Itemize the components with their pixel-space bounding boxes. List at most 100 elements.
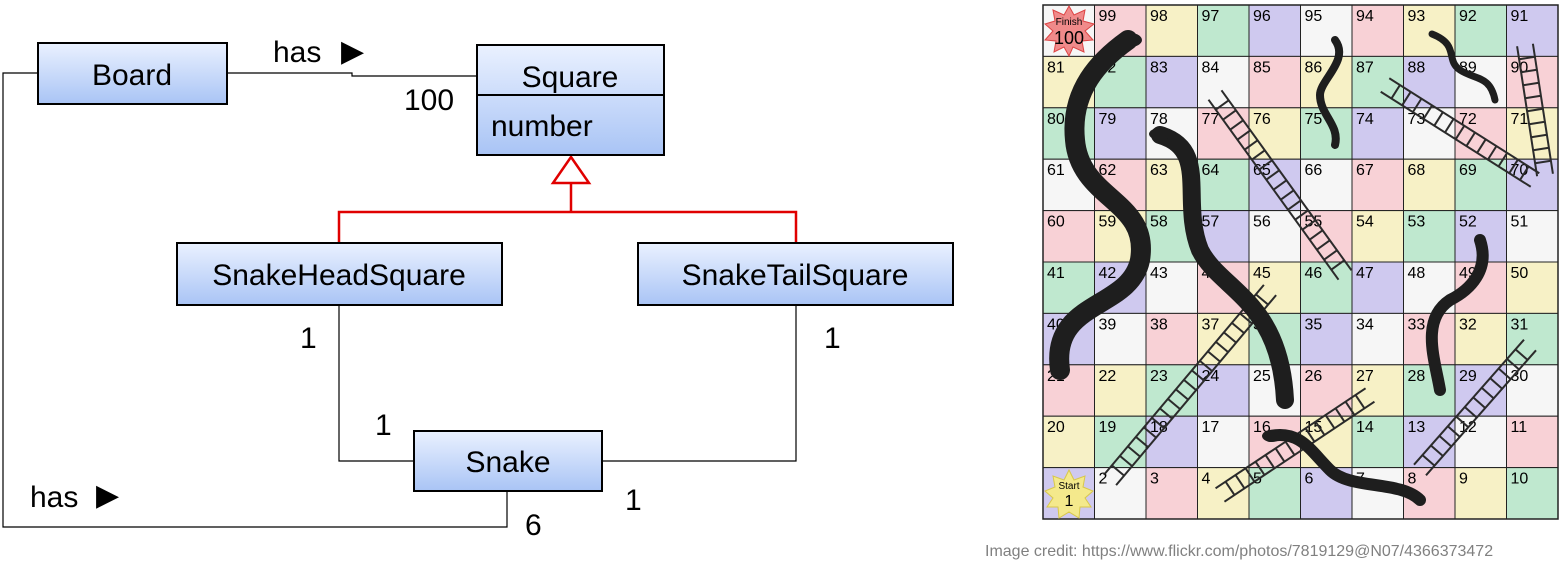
board-cell [1403,55,1456,109]
square-number: 76 [1253,111,1271,128]
finish-label: Finish [1056,17,1083,28]
square-number: 68 [1408,162,1426,179]
square-number: 11 [1511,419,1528,436]
square-number: 75 [1305,111,1323,128]
board-square-direction-arrow: ▶ [341,35,364,68]
square-number: 35 [1305,316,1323,333]
square-number: 97 [1202,8,1220,25]
image-credit: Image credit: https://www.flickr.com/pho… [985,543,1494,560]
class-square-name: Square [522,61,619,94]
square-number: 87 [1356,59,1374,76]
board-cell [1351,158,1404,212]
uml-diagram: Board Square number SnakeHeadSquare Snak… [2,35,954,542]
board-cell [1145,4,1198,57]
class-board-name: Board [92,59,172,92]
square-number: 95 [1305,8,1323,25]
square-number: 69 [1459,162,1477,179]
board-cell [1403,210,1456,263]
square-number: 41 [1047,265,1065,282]
square-number: 73 [1408,111,1426,128]
board-cell [1248,210,1301,263]
head-snake-line [338,305,414,462]
square-number: 50 [1511,265,1529,282]
square-number: 52 [1459,214,1477,231]
square-number: 31 [1511,316,1529,333]
board-square-multiplicity: 100 [404,84,454,117]
snake-head [1118,33,1142,47]
square-number: 56 [1253,214,1271,231]
board-snake-line [2,72,508,528]
square-number: 57 [1202,214,1220,231]
board-cell [1351,210,1404,263]
square-number: 19 [1099,419,1117,436]
board-cell [1145,55,1198,109]
board-cell [1248,4,1301,57]
tail-multiplicity-top: 1 [824,322,841,355]
generalization-lines [337,154,798,243]
square-number: 2 [1099,471,1108,488]
snake-head [1262,430,1282,442]
square-number: 27 [1356,368,1374,385]
square-number: 3 [1150,471,1159,488]
head-multiplicity-snake: 1 [375,409,392,442]
ladder [1516,43,1554,177]
square-number: 29 [1459,368,1477,385]
square-number: 59 [1099,214,1117,231]
board-square-line [227,72,477,77]
board-cell [1248,107,1301,160]
square-number: 30 [1511,368,1529,385]
square-number: 6 [1305,471,1314,488]
ladder [1380,77,1540,188]
square-number: 8 [1408,471,1417,488]
board-cell [1300,312,1353,366]
class-board[interactable]: Board [37,42,228,105]
square-number: 33 [1408,316,1426,333]
snake-head [1149,128,1171,140]
snake-bottom [1264,428,1426,506]
head-multiplicity-top: 1 [300,322,317,355]
square-number: 46 [1305,265,1323,282]
finish-number: 100 [1054,28,1084,48]
square-number: 51 [1511,214,1529,231]
square-number: 58 [1150,214,1168,231]
ladder [1207,89,1353,281]
class-snake-head-square[interactable]: SnakeHeadSquare [176,242,503,306]
square-number: 94 [1356,8,1374,25]
snake-right [1425,234,1489,396]
square-number: 26 [1305,368,1323,385]
class-square[interactable]: Square number [476,44,665,156]
start-label: Start [1058,481,1079,492]
square-number: 39 [1099,316,1117,333]
start-number: 1 [1065,493,1074,510]
class-snake-tail-square[interactable]: SnakeTailSquare [637,242,954,306]
board-cell [1197,467,1250,520]
tail-snake-line [602,305,797,462]
square-number: 88 [1408,59,1426,76]
square-number: 74 [1356,111,1374,128]
square-number: 71 [1511,111,1529,128]
square-number: 20 [1047,419,1065,436]
snake-small-top [1315,36,1344,149]
square-number: 54 [1356,214,1374,231]
square-number: 61 [1047,162,1065,179]
board-border [1042,4,1559,520]
class-snake-name: Snake [465,446,550,479]
square-number: 66 [1305,162,1323,179]
square-number: 38 [1150,316,1168,333]
square-number: 25 [1253,368,1271,385]
class-snake[interactable]: Snake [413,430,603,492]
snake-top-right [1428,30,1499,104]
square-number: 98 [1150,8,1168,25]
square-number: 67 [1356,162,1374,179]
board-cell [1454,312,1507,366]
board-snake-multiplicity: 6 [525,509,542,542]
board-cell [1094,107,1147,160]
class-snake-tail-square-name: SnakeTailSquare [682,259,909,292]
square-number: 85 [1253,59,1271,76]
board-cell [1403,158,1456,212]
board-cell [1300,158,1353,212]
square-number: 37 [1202,316,1220,333]
